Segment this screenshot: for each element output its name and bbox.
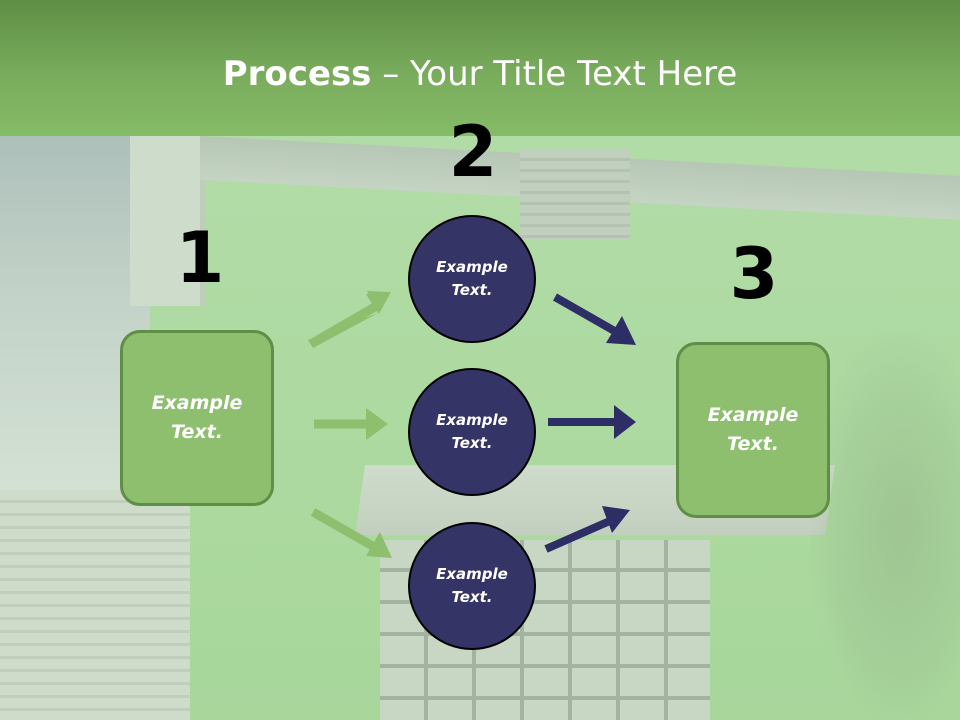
left-box-text: Example Text. — [151, 392, 243, 443]
title-rest: – Your Title Text Here — [371, 54, 738, 94]
navy-arrow-right — [548, 405, 636, 439]
green-arrow-up — [308, 291, 391, 348]
slide-title: Process – Your Title Text Here — [0, 48, 960, 100]
step-number-3: 3 — [729, 233, 779, 315]
right-box[interactable]: Example Text. — [676, 342, 830, 518]
right-box-text: Example Text. — [707, 404, 799, 455]
navy-arrow-down — [553, 293, 636, 345]
circle-top[interactable]: Example Text. — [408, 215, 536, 343]
circle-bottom-text: Example Text. — [436, 565, 508, 606]
green-arrow-right — [314, 408, 388, 440]
circle-top-text: Example Text. — [436, 258, 508, 299]
green-arrow-down — [310, 508, 392, 558]
step-number-2: 2 — [448, 111, 498, 193]
title-bar: Process – Your Title Text Here — [0, 0, 960, 136]
navy-arrow-up — [544, 506, 630, 553]
left-box[interactable]: Example Text. — [120, 330, 274, 506]
circle-middle[interactable]: Example Text. — [408, 368, 536, 496]
title-bold: Process — [222, 54, 372, 94]
circle-bottom[interactable]: Example Text. — [408, 522, 536, 650]
step-number-1: 1 — [175, 217, 225, 299]
circle-middle-text: Example Text. — [436, 411, 508, 452]
